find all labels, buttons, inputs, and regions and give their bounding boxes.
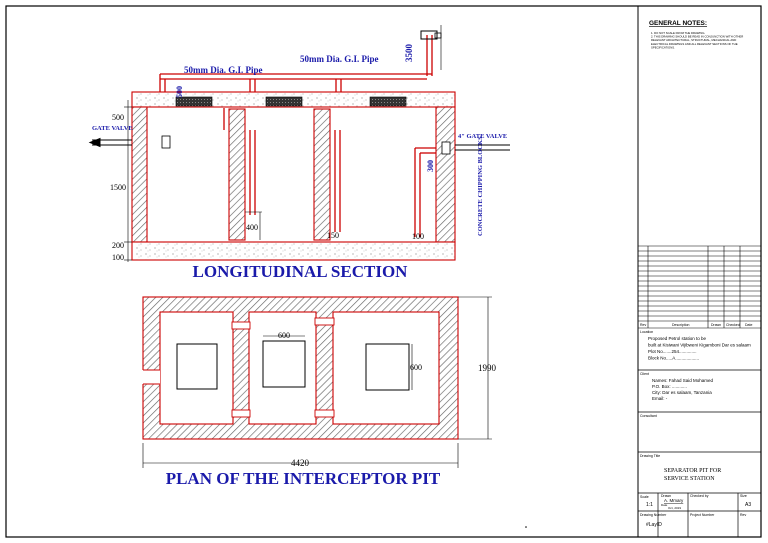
plan-manhole-2 [262,340,306,388]
plan-chamber-1 [159,311,234,425]
consultant-label: Consultant [640,414,657,418]
dim-200: 200 [112,241,124,250]
general-notes-line: RELEVANT ARCHITECTURAL, STRUCTURAL, MECH… [651,38,736,42]
manhole-cover [175,96,213,107]
project-number-label: Project Number [690,513,715,517]
dim-500-pipe: 500 [175,86,184,98]
dim-1500: 1500 [110,183,126,192]
location-label: Location [640,330,653,334]
plan-dim-4420: 4420 [291,458,310,468]
plan-dim-600-side: 600 [410,363,422,372]
client-line: P.O. Box: ............ [652,384,687,389]
inlet-outlet-pipes [88,137,510,151]
location-line: Proposed Petrol station to be [648,336,707,341]
rev-label: Rev [740,513,746,517]
vent-cap-icon [420,30,438,40]
left-outer-wall [131,106,148,243]
longitudinal-section: 50mm Dia. G.I. Pipe 50mm Dia. G.I. Pipe … [88,25,510,281]
general-notes-line: 2. THIS DRAWING SHOULD BE READ IN CONJUN… [651,35,743,39]
checked-header: Checked [726,323,740,327]
size-value: A3 [745,502,751,508]
manhole-cover [265,96,303,107]
dim-100: 100 [112,253,124,262]
drawing-number-value: #LayID [646,522,662,528]
rev-header: Rev [640,323,646,327]
base-slab [131,241,456,261]
general-notes-heading: GENERAL NOTES: [649,20,707,27]
location-text: Proposed Petrol station to be built at Ki… [648,336,751,361]
manhole-cover [369,96,407,107]
dim-500-left: 500 [112,113,124,122]
general-notes-text: 1. DO NOT SCALE FROM THE DRAWING.2. THIS… [651,31,743,49]
vent-pipe-right [426,35,433,76]
pipe-label-1: 50mm Dia. G.I. Pipe [184,65,263,75]
right-outer-wall [435,106,456,243]
plan-title: PLAN OF THE INTERCEPTOR PIT [166,469,441,488]
checked-label: Checked by [690,494,709,498]
date-header: Date [745,323,752,327]
plan-view: 600 600 1990 4420 PLAN OF THE INTERCEPTO… [140,296,527,528]
drawing-title-label: Drawing Title [640,454,660,458]
dim-300: 300 [426,160,435,172]
client-label: Client [640,372,649,376]
gate-valve-label-left: GATE VALVE [92,125,133,132]
vent-pipe-horizontal [159,73,432,92]
client-line: Names: Fahad Said Mohamed [652,378,714,383]
client-line: Email: - [652,396,668,401]
drawn-value: A. Mmary [664,498,684,503]
dim-100-right: 100 [412,232,424,241]
scale-value: 1:1 [646,502,653,508]
date-value: Oct, 2019 [668,506,681,510]
drawing-title-line-1: SEPARATOR PIT FOR [664,468,721,474]
drawn-label: Drawn [661,494,671,498]
gate-valve-icon [441,141,451,155]
revision-table [638,245,761,329]
plan-manhole-1 [176,343,218,390]
location-line: Block No.....A................... [648,356,699,361]
size-label: Size [740,494,747,498]
section-title: LONGITUDINAL SECTION [193,262,409,281]
scale-label: Scale [640,495,649,499]
pipe-label-2: 50mm Dia. G.I. Pipe [300,54,379,64]
drawn-header: Drawn [711,323,721,327]
drawing-title-line-2: SERVICE STATION [664,476,715,482]
general-notes-line: ELECTRICAL DRAWINGS AND ALL RELEVANT SEC… [651,42,738,46]
location-line: built at Kisiwani Vijibweni Kigamboni Da… [648,343,751,348]
arrow-left-icon [88,137,101,148]
title-block: GENERAL NOTES: 1. DO NOT SCALE FROM THE … [637,5,762,538]
plan-manhole-3 [365,343,410,391]
dim-150: 150 [327,231,339,240]
drawing-number-label: Drawing Number [640,513,667,517]
general-notes-line: 1. DO NOT SCALE FROM THE DRAWING. [651,31,705,35]
plan-dim-1990: 1990 [478,363,497,373]
dim-3500: 3500 [404,44,414,63]
client-line: City: Dar es salaam, Tanzania [652,390,712,395]
partition-wall-2 [313,108,331,241]
internal-pipes [223,108,436,237]
location-line: Plot No.......254.............. [648,349,697,354]
description-header: Description [672,323,690,327]
plan-chamber-2 [248,311,317,425]
partition-wall-1 [228,108,246,241]
gate-valve-icon [161,135,171,149]
date-label: Date [661,503,668,507]
concrete-chipping-label: CONCRETE CHIPPING BLOCKS [477,136,484,236]
gate-valve-label-right: 4" GATE VALVE [458,133,507,140]
plan-chamber-3 [332,311,440,425]
general-notes-line: SPECIFICATIONS. [651,45,675,49]
dim-400: 400 [246,223,258,232]
plan-dim-600-top: 600 [278,331,290,340]
